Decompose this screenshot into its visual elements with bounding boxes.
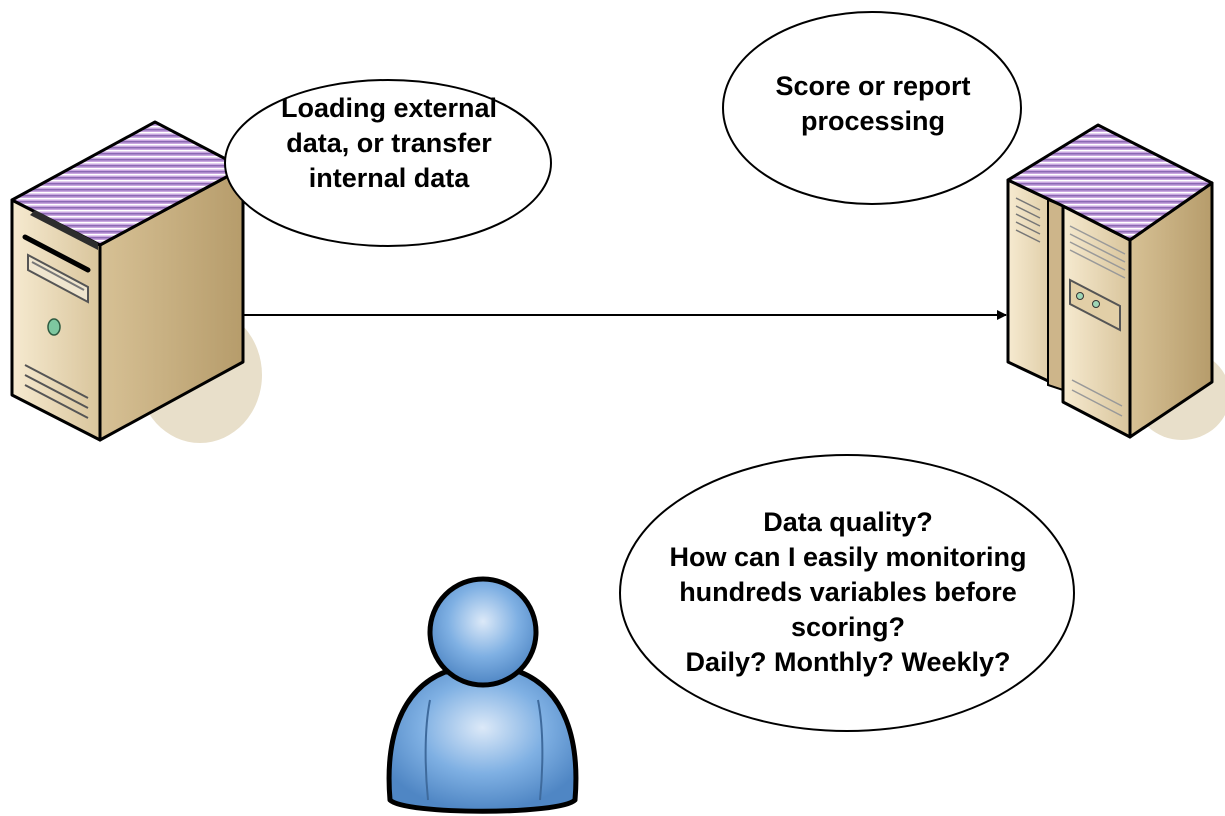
scoring-bubble-text: Score or report processing [730,67,1016,141]
scoring-bubble [722,11,1022,205]
question-line-2: How can I easily monitoring [669,542,1027,572]
cabinet-server-icon [1006,123,1225,440]
scoring-line-2: processing [800,106,946,136]
user-person-icon [386,576,579,814]
question-line-5: Daily? Monthly? Weekly? [685,647,1011,677]
question-bubble [619,454,1075,732]
tower-server-icon [10,120,262,443]
loading-line-1: Loading external [280,92,498,123]
question-line-4: scoring? [790,612,905,642]
loading-bubble [224,79,552,247]
scoring-line-1: Score or report [775,71,971,101]
loading-line-3: internal data [308,162,470,193]
question-line-1: Data quality? [763,507,933,537]
loading-line-2: data, or transfer [286,127,492,158]
loading-bubble-text: Loading external data, or transfer inter… [236,83,542,203]
question-line-3: hundreds variables before [679,577,1017,607]
question-bubble-text: Data quality? How can I easily monitorin… [628,500,1068,685]
